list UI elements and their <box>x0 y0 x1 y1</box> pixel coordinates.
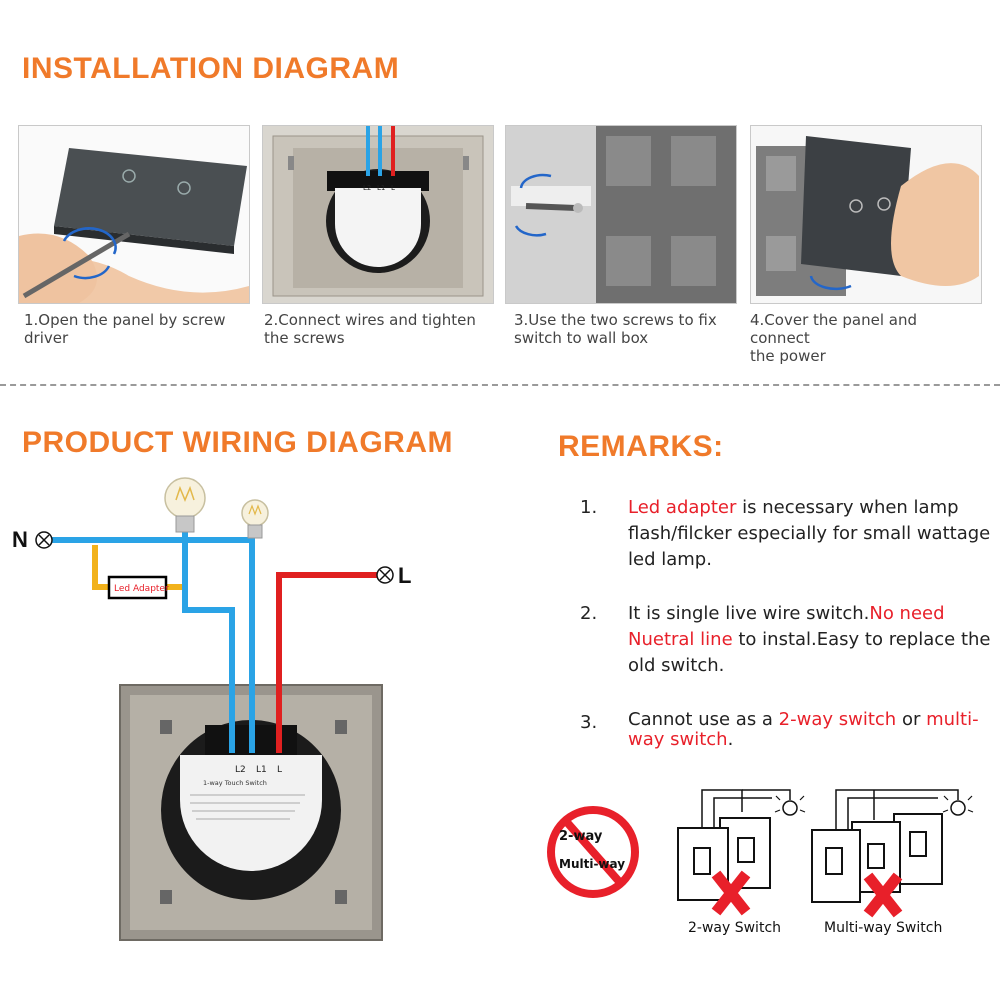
no-sign-line2: Multi-way <box>559 857 625 871</box>
step2-caption: 2.Connect wires and tighten the screws <box>264 311 476 347</box>
lamp-1 <box>164 477 206 533</box>
two-way-switch-label: 2-way Switch <box>688 920 782 936</box>
section-divider <box>0 384 1000 386</box>
remark-3-mid: or <box>896 709 927 730</box>
step1-caption: 1.Open the panel by screw driver <box>24 311 226 347</box>
lamp-2 <box>241 499 269 539</box>
step4-caption: 4.Cover the panel and connect the power <box>750 311 917 365</box>
terminal-l2: L2 <box>235 765 246 775</box>
neutral-label: N <box>12 527 28 552</box>
remark-1-body: is necessary when lamp flash/filcker esp… <box>628 497 991 570</box>
no-sign-line1: 2-way <box>559 829 603 844</box>
remark-1-number: 1. <box>580 497 598 518</box>
step2-image: L2 L1 L <box>262 125 494 304</box>
terminal-l: L <box>277 765 282 775</box>
multi-way-switch-label: Multi-way Switch <box>824 920 943 936</box>
multi-way-switch-diagram <box>811 789 974 918</box>
remark-1-text: Led adapter is necessary when lamp flash… <box>628 495 996 573</box>
live-label: L <box>398 563 411 588</box>
remark-2-highlight: No need Nuetral line <box>628 603 945 650</box>
bulb-icon <box>774 795 806 816</box>
terminal-l1: L1 <box>256 765 267 775</box>
step3-image <box>505 125 737 304</box>
led-adapter-box <box>107 575 168 600</box>
remark-3-text: Cannot use as a 2-way switch or multi-wa… <box>628 710 996 750</box>
remark-2-pre: It is single live wire switch. <box>628 603 870 624</box>
wiring-diagram: L2 L1 L 1-way Touch Switch Led Adapter N… <box>12 477 411 941</box>
remark-3-post: . <box>727 729 734 750</box>
remark-3-highlight-2: multi-way switch <box>628 709 979 750</box>
step3-caption: 3.Use the two screws to fix switch to wa… <box>514 311 717 347</box>
step1-image <box>18 125 250 304</box>
remark-3-number: 3. <box>580 712 598 733</box>
wiring-title: PRODUCT WIRING DIAGRAM <box>22 426 453 459</box>
no-multiway-sign-icon: 2-way Multi-way <box>547 806 639 898</box>
bulb-icon <box>942 795 974 816</box>
remark-2-number: 2. <box>580 603 598 624</box>
remark-1-highlight: Led adapter <box>628 497 737 518</box>
switch-module-label: 1-way Touch Switch <box>203 779 267 787</box>
step2-l2-label: L2 <box>363 184 371 192</box>
step2-l-label: L <box>391 184 395 192</box>
remarks-title: REMARKS: <box>558 430 724 463</box>
remark-3-pre: Cannot use as a <box>628 709 779 730</box>
remark-2-text: It is single live wire switch.No need Nu… <box>628 601 996 679</box>
led-adapter-label: Led Adapter <box>114 584 169 594</box>
step2-l1-label: L1 <box>377 184 385 192</box>
remark-2-post: to instal.Easy to replace the old switch… <box>628 629 991 676</box>
installation-title: INSTALLATION DIAGRAM <box>22 52 400 85</box>
remark-3-highlight-1: 2-way switch <box>778 709 897 730</box>
step4-image <box>750 125 982 304</box>
two-way-switch-diagram <box>677 789 806 916</box>
